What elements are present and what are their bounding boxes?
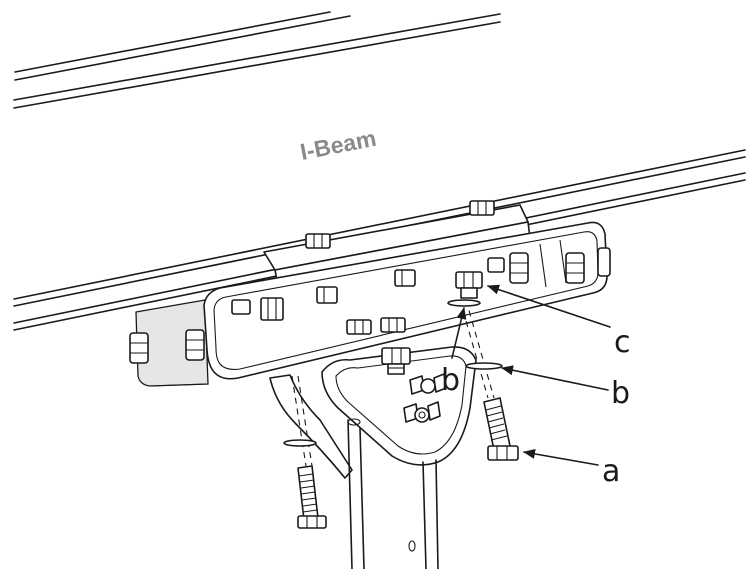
callout-b-left: b [441, 363, 460, 398]
wing-nut-lower [403, 401, 441, 423]
callout-leaders [451, 284, 611, 466]
bracket-channel [135, 221, 608, 387]
wing-nut-upper [409, 373, 447, 395]
center-nut [381, 347, 411, 375]
side-nut-left-1 [129, 332, 149, 364]
top-plate-bolt [469, 200, 495, 216]
leader-b-left [451, 307, 467, 359]
side-nut-right-1 [509, 252, 529, 284]
leader-b-right [501, 365, 609, 391]
mast-tube [347, 418, 439, 569]
clamp-bolt-heads [231, 257, 505, 335]
top-plate-bolt [305, 233, 331, 249]
callout-c: c [614, 325, 631, 360]
bolt-left-exploded [283, 375, 327, 529]
side-nut-right-end [597, 247, 611, 277]
i-beam-label: I-Beam [298, 125, 378, 165]
side-nut-left-2 [185, 329, 205, 361]
bolt-a-head [487, 445, 519, 461]
leader-c [487, 284, 611, 328]
washer-b-left [447, 299, 481, 307]
nut-c [455, 271, 483, 299]
callout-b-right: b [611, 376, 630, 411]
bolt-a-shank [483, 397, 511, 451]
leader-a [523, 448, 599, 466]
bolt-left-shank [297, 465, 319, 521]
bolt-left-head [297, 515, 327, 529]
mounting-arm [269, 374, 353, 479]
washer-left [283, 439, 317, 447]
side-nut-right-2 [565, 252, 585, 284]
washer-b-right [465, 362, 503, 370]
callout-a: a [602, 454, 620, 489]
